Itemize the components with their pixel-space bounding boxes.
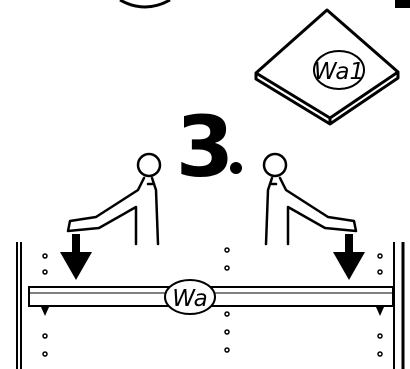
shelf-pin-right xyxy=(376,307,384,316)
shelf-label-badge xyxy=(164,279,216,315)
pin-hole xyxy=(377,269,383,275)
pin-hole xyxy=(224,247,230,253)
step-number: 3 xyxy=(176,98,234,196)
pin-hole xyxy=(42,253,48,259)
cabinet-side-right xyxy=(393,242,405,369)
shelf-label: Wa xyxy=(172,286,208,312)
previous-part-circle xyxy=(119,0,171,9)
previous-part-fragment xyxy=(395,0,410,8)
pin-hole xyxy=(224,329,230,335)
shelf-pin-holes xyxy=(42,247,383,357)
pin-hole xyxy=(42,333,48,339)
panel-label-badge xyxy=(313,50,365,90)
cabinet-side-left xyxy=(16,242,22,369)
down-arrow-icon xyxy=(60,234,92,280)
shelf-pin-left xyxy=(41,307,49,316)
down-arrow-icon xyxy=(333,234,365,280)
pin-hole xyxy=(377,253,383,259)
step-number-dot xyxy=(230,162,242,174)
panel-wa1: Wa1 xyxy=(254,8,400,126)
pin-hole xyxy=(377,333,383,339)
pin-hole xyxy=(42,269,48,275)
pin-hole xyxy=(224,347,230,353)
person-icon xyxy=(262,152,358,246)
person-icon xyxy=(66,152,162,246)
pin-hole xyxy=(42,351,48,357)
pin-hole xyxy=(224,311,230,317)
pin-hole xyxy=(377,351,383,357)
panel-label: Wa1 xyxy=(314,59,364,85)
pin-hole xyxy=(224,265,230,271)
shelf-board: Wa xyxy=(28,279,394,315)
